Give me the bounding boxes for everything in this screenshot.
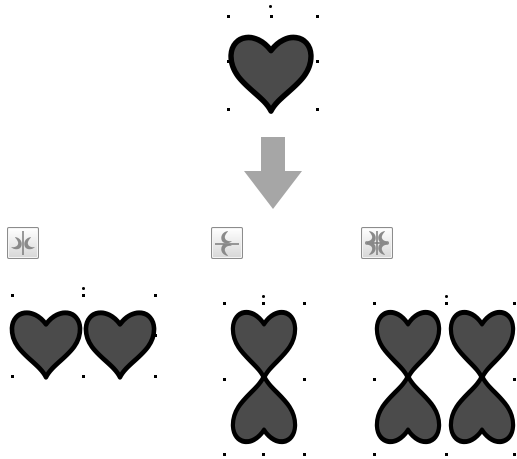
heart-icon[interactable] bbox=[12, 313, 80, 377]
selection-handle[interactable] bbox=[303, 302, 306, 305]
result-mirror-vertical bbox=[214, 292, 314, 459]
selection-handle[interactable] bbox=[227, 60, 230, 63]
source-heart[interactable] bbox=[220, 12, 322, 112]
heart-icon[interactable] bbox=[233, 376, 295, 442]
selection-handle[interactable] bbox=[316, 15, 319, 18]
heart-icon[interactable] bbox=[377, 376, 439, 442]
selection-handle[interactable] bbox=[223, 378, 226, 381]
selection-handle[interactable] bbox=[154, 375, 157, 378]
selection-handle[interactable] bbox=[316, 108, 319, 111]
selection-handle[interactable] bbox=[11, 294, 14, 297]
rotation-handle[interactable] bbox=[262, 295, 265, 298]
selection-handle[interactable] bbox=[82, 375, 85, 378]
selection-handle[interactable] bbox=[11, 375, 14, 378]
heart-icon[interactable] bbox=[377, 312, 439, 378]
heart-icon[interactable] bbox=[86, 313, 154, 377]
selection-handle[interactable] bbox=[316, 60, 319, 63]
selection-handle[interactable] bbox=[373, 453, 376, 456]
selection-handle[interactable] bbox=[303, 378, 306, 381]
rotation-handle[interactable] bbox=[445, 295, 448, 298]
rotation-handle[interactable] bbox=[82, 287, 85, 290]
selection-handle[interactable] bbox=[154, 334, 157, 337]
selection-handle[interactable] bbox=[445, 302, 448, 305]
mirror-horizontal-icon bbox=[11, 231, 35, 255]
selection-handle[interactable] bbox=[513, 302, 516, 305]
selection-handle[interactable] bbox=[445, 453, 448, 456]
result-mirror-horizontal bbox=[0, 290, 170, 390]
mirror-vertical-icon bbox=[215, 231, 239, 256]
mirror-both-icon bbox=[365, 231, 389, 255]
selection-handle[interactable] bbox=[373, 378, 376, 381]
selection-handle[interactable] bbox=[227, 15, 230, 18]
heart-icon bbox=[220, 12, 322, 112]
mirror-horizontal-button[interactable] bbox=[7, 227, 39, 259]
selection-handle[interactable] bbox=[227, 108, 230, 111]
heart-icon[interactable] bbox=[451, 312, 513, 378]
selection-handle[interactable] bbox=[270, 15, 273, 18]
rotation-handle[interactable] bbox=[269, 5, 272, 8]
arrow-down-icon bbox=[244, 137, 302, 209]
selection-handle[interactable] bbox=[262, 302, 265, 305]
result-mirror-both bbox=[364, 292, 517, 459]
heart-icon[interactable] bbox=[233, 312, 295, 378]
selection-handle[interactable] bbox=[223, 453, 226, 456]
mirror-vertical-button[interactable] bbox=[211, 227, 243, 259]
selection-handle[interactable] bbox=[373, 302, 376, 305]
selection-handle[interactable] bbox=[303, 453, 306, 456]
mirror-both-button[interactable] bbox=[361, 227, 393, 259]
selection-handle[interactable] bbox=[270, 108, 273, 111]
selection-handle[interactable] bbox=[513, 453, 516, 456]
selection-handle[interactable] bbox=[11, 334, 14, 337]
selection-handle[interactable] bbox=[262, 453, 265, 456]
heart-icon[interactable] bbox=[451, 376, 513, 442]
selection-handle[interactable] bbox=[82, 294, 85, 297]
selection-handle[interactable] bbox=[154, 294, 157, 297]
selection-handle[interactable] bbox=[223, 302, 226, 305]
selection-handle[interactable] bbox=[513, 378, 516, 381]
